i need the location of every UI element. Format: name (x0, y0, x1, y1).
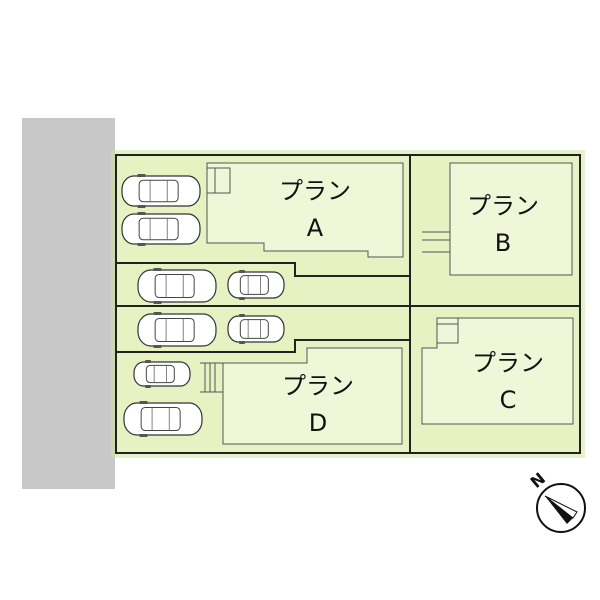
car-mirror (153, 312, 162, 315)
compass (536, 483, 586, 533)
car-mirror (139, 401, 148, 404)
car-mirror (137, 174, 146, 177)
car-mirror (239, 270, 245, 273)
car-mirror (145, 385, 151, 388)
house-b-porch (422, 231, 451, 253)
car-cabin (145, 364, 175, 384)
parking-cars (121, 174, 285, 437)
house-c-porch (437, 317, 459, 344)
road (22, 118, 115, 489)
car-mirror (137, 243, 146, 246)
house-c (421, 317, 574, 425)
car-cabin (138, 217, 179, 241)
house-b (449, 162, 573, 276)
car-mirror (153, 301, 162, 304)
car-mirror (239, 314, 245, 317)
plan-d-letter: D (309, 409, 327, 437)
car-mirror (239, 297, 245, 300)
car-cabin (154, 317, 195, 343)
driveway-boundary-d (116, 339, 410, 353)
house-d-porch (200, 362, 224, 393)
car-cabin (239, 319, 269, 339)
parked-car (227, 314, 285, 344)
car-mirror (137, 205, 146, 208)
parked-car (133, 360, 191, 388)
car-cabin (154, 273, 195, 299)
car-cabin (239, 275, 269, 295)
plan-a-letter: A (307, 214, 324, 242)
plan-b-label: プラン (467, 192, 539, 220)
parked-car (227, 270, 285, 300)
house-a (206, 162, 404, 258)
car-cabin (140, 406, 181, 432)
car-mirror (137, 212, 146, 215)
plan-a-label: プラン (279, 177, 351, 205)
car-mirror (139, 434, 148, 437)
plan-d-label: プラン (282, 372, 354, 400)
plan-c-letter: C (500, 386, 517, 414)
car-cabin (138, 179, 179, 203)
parked-car (137, 268, 217, 304)
car-mirror (153, 268, 162, 271)
parked-car (123, 401, 203, 437)
driveway-boundary-a (116, 262, 410, 277)
house-d (222, 347, 403, 445)
plan-c-label: プラン (472, 349, 544, 377)
car-mirror (153, 345, 162, 348)
parked-car (121, 174, 201, 208)
parked-car (137, 312, 217, 348)
house-a-porch (207, 167, 231, 194)
compass-needle-icon (545, 496, 573, 524)
plan-b-letter: B (495, 229, 511, 257)
parked-car (121, 212, 201, 246)
car-mirror (145, 360, 151, 363)
car-mirror (239, 341, 245, 344)
compass-needle-light (544, 495, 578, 519)
